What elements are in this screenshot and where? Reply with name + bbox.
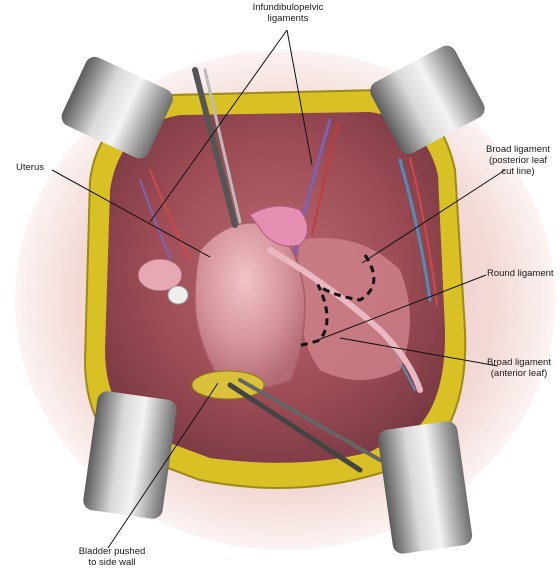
- retractor-top-right: [370, 45, 485, 154]
- retractor-bottom-right: [378, 421, 473, 554]
- leader-lines: [51, 29, 506, 549]
- leader-round-ligament: [317, 274, 487, 341]
- right-fimbria: [249, 205, 308, 247]
- label-bladder: Bladder pushed to side wall: [78, 546, 146, 568]
- round-ligament-structure: [267, 247, 423, 393]
- leader-broad-posterior: [361, 169, 506, 264]
- retractor-bottom-left: [83, 391, 177, 519]
- retractors: [61, 45, 485, 554]
- leader-infundibulopelvic-right: [286, 29, 313, 166]
- uterus: [194, 222, 306, 389]
- retractor-top-left: [61, 56, 173, 159]
- upper-clamp: [192, 67, 242, 228]
- leader-bladder: [107, 382, 219, 549]
- label-broad-ligament-anterior: Broad ligament (anterior leaf): [487, 357, 551, 379]
- left-ovary-cyst: [167, 285, 189, 305]
- leader-infundibulopelvic-left: [149, 29, 288, 223]
- lower-forceps: [227, 378, 382, 473]
- label-broad-ligament-posterior: Broad ligament (posterior leaf cut line): [486, 144, 550, 177]
- left-ovary: [137, 258, 183, 292]
- label-round-ligament: Round ligament: [487, 268, 554, 279]
- label-infundibulopelvic-ligaments: Infundibulopelvic ligaments: [252, 2, 324, 24]
- leader-uterus: [51, 169, 211, 258]
- leader-broad-anterior: [339, 337, 499, 367]
- label-uterus: Uterus: [16, 162, 44, 173]
- cut-line: [299, 254, 376, 347]
